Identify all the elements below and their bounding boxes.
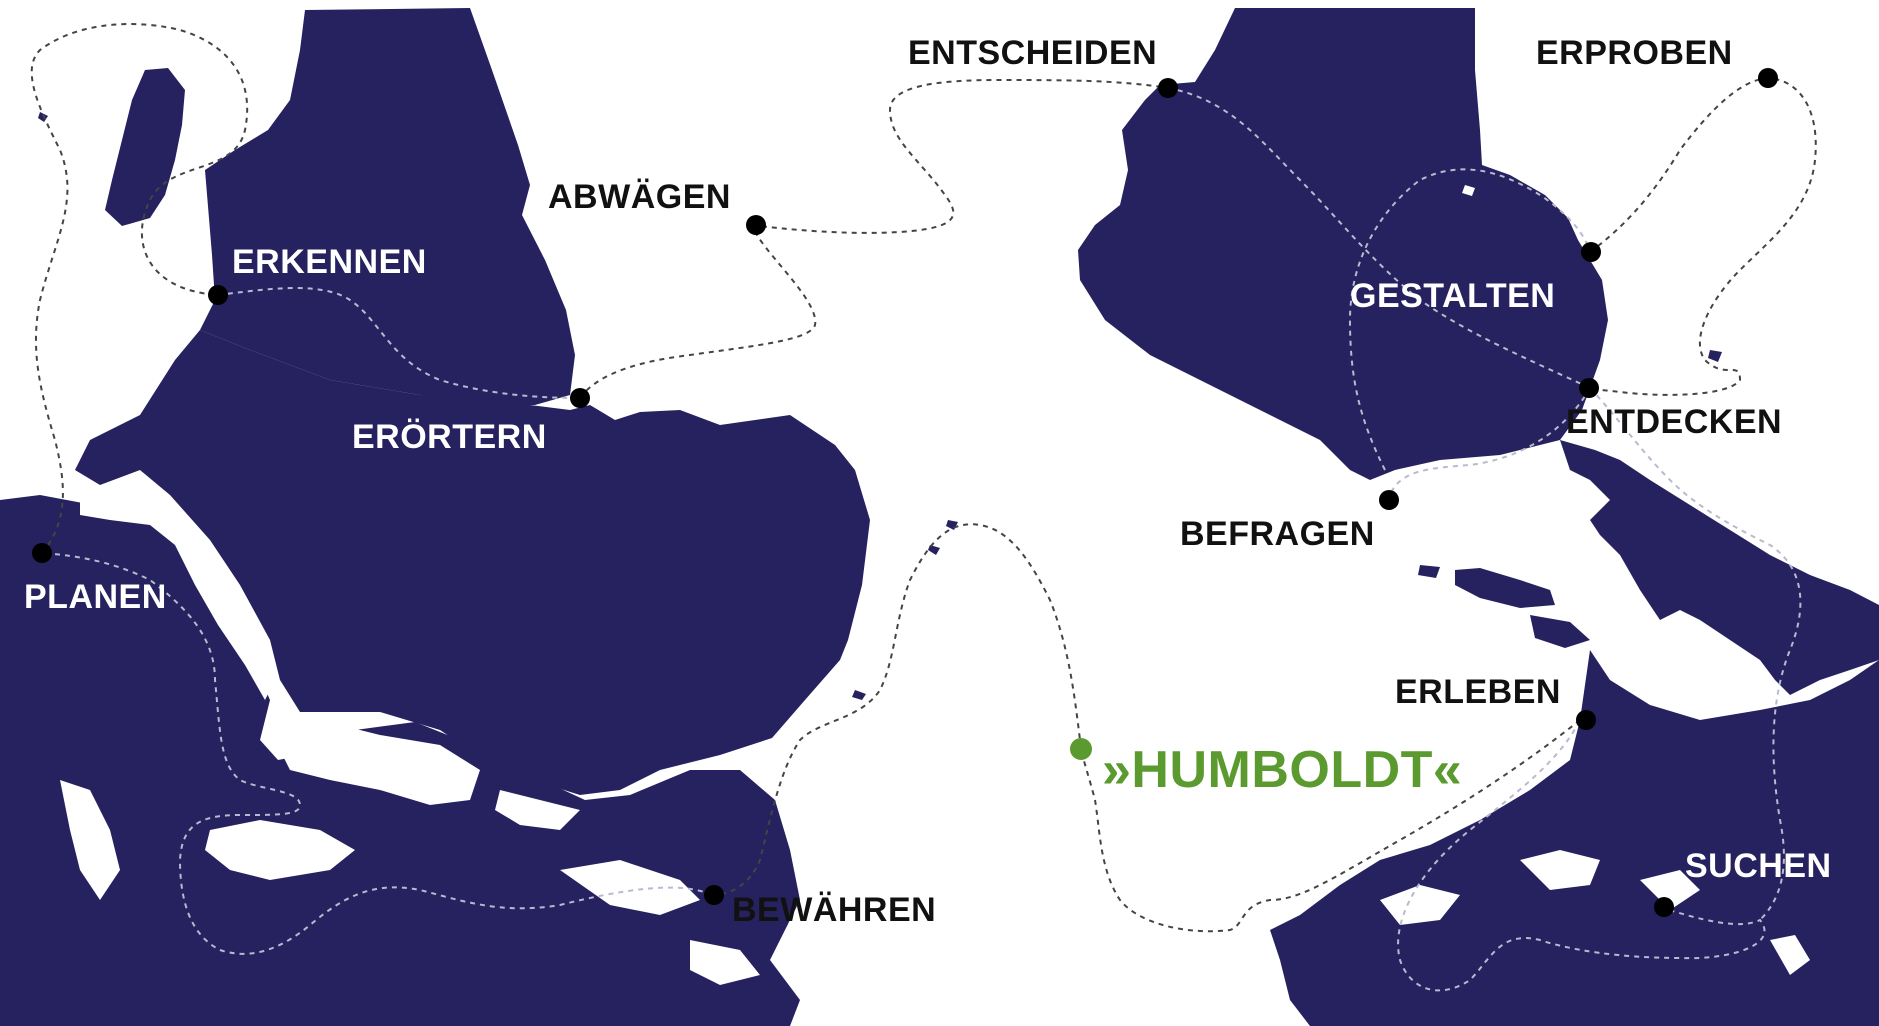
label-bewaehren: BEWÄHREN bbox=[732, 891, 936, 929]
label-humboldt: »HUMBOLDT« bbox=[1102, 741, 1462, 799]
land-east-arm bbox=[1560, 440, 1879, 695]
label-erleben: ERLEBEN bbox=[1395, 673, 1561, 711]
land-islet-5 bbox=[1708, 350, 1722, 362]
label-planen: PLANEN bbox=[24, 578, 167, 616]
marker-erkennen[interactable] bbox=[208, 285, 228, 305]
route-erproben-loop bbox=[1589, 76, 1817, 396]
station-markers bbox=[32, 68, 1778, 917]
water-lake-6 bbox=[690, 940, 760, 985]
label-gestalten: GESTALTEN bbox=[1350, 277, 1555, 315]
land-main-continent bbox=[75, 330, 870, 795]
land-island-mid-2 bbox=[1530, 615, 1590, 648]
water-lake-10 bbox=[1770, 935, 1810, 975]
land-island-mid-3 bbox=[1418, 565, 1440, 578]
marker-gestalten[interactable] bbox=[1581, 242, 1601, 262]
label-entdecken: ENTDECKEN bbox=[1566, 403, 1782, 441]
label-erkennen: ERKENNEN bbox=[232, 243, 427, 281]
marker-entdecken[interactable] bbox=[1579, 378, 1599, 398]
label-erproben: ERPROBEN bbox=[1536, 34, 1733, 72]
route-erleben-humboldt bbox=[1080, 719, 1581, 933]
marker-befragen[interactable] bbox=[1379, 490, 1399, 510]
marker-suchen[interactable] bbox=[1654, 897, 1674, 917]
route-humboldt-bewaehren bbox=[711, 523, 1082, 896]
marker-abwaegen[interactable] bbox=[746, 215, 766, 235]
route-bewaehren-planen bbox=[41, 552, 713, 955]
marker-humboldt[interactable] bbox=[1070, 738, 1092, 760]
marker-entscheiden[interactable] bbox=[1158, 78, 1178, 98]
route-entdecken-befragen bbox=[1389, 387, 1591, 496]
water-lake-1 bbox=[60, 780, 120, 900]
marker-bewaehren[interactable] bbox=[704, 885, 724, 905]
inland-water bbox=[60, 185, 1810, 985]
route-gestalten-loop bbox=[1348, 168, 1591, 471]
land-island-north bbox=[105, 68, 185, 226]
label-eroertern: ERÖRTERN bbox=[352, 418, 547, 456]
route-entscheiden-gestalten bbox=[1167, 87, 1591, 389]
water-lake-3 bbox=[270, 720, 480, 805]
marker-planen[interactable] bbox=[32, 543, 52, 563]
label-entscheiden: ENTSCHEIDEN bbox=[908, 34, 1157, 72]
route-planen-loop bbox=[30, 23, 249, 554]
route-east-arm bbox=[1589, 387, 1802, 921]
water-lake-11 bbox=[1462, 185, 1475, 196]
land-islet-3 bbox=[928, 545, 940, 555]
marker-erleben[interactable] bbox=[1576, 710, 1596, 730]
water-lake-9 bbox=[1380, 885, 1460, 925]
label-suchen: SUCHEN bbox=[1685, 847, 1832, 885]
dashed-route bbox=[30, 23, 1817, 992]
land-islet-4 bbox=[852, 690, 866, 700]
land-islet-1 bbox=[38, 112, 48, 122]
water-lake-2 bbox=[205, 820, 355, 880]
water-lake-5 bbox=[560, 860, 700, 915]
land-north-peninsula bbox=[200, 8, 575, 405]
route-erkennen-eroertern bbox=[217, 287, 581, 399]
label-abwaegen: ABWÄGEN bbox=[548, 178, 731, 216]
marker-erproben[interactable] bbox=[1758, 68, 1778, 88]
water-lake-7 bbox=[1520, 850, 1600, 890]
land-north-east-block bbox=[1078, 8, 1608, 480]
water-lake-8 bbox=[1640, 870, 1700, 910]
label-befragen: BEFRAGEN bbox=[1180, 515, 1375, 553]
water-lake-4 bbox=[495, 790, 580, 830]
land-south-east bbox=[1270, 650, 1879, 1026]
station-labels: ERKENNEN ABWÄGEN ERÖRTERN PLANEN BEWÄHRE… bbox=[24, 34, 1832, 929]
water-fjord-1 bbox=[80, 495, 275, 700]
land-island-mid-1 bbox=[1455, 568, 1555, 608]
marker-eroertern[interactable] bbox=[570, 388, 590, 408]
